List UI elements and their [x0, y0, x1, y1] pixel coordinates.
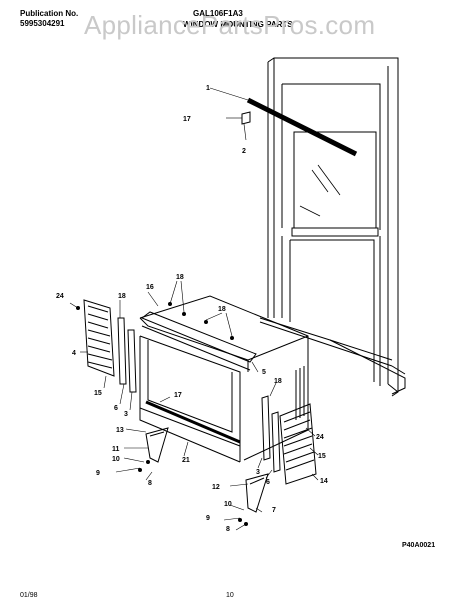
watermark: AppliancePartsPros.com	[84, 10, 376, 40]
callout-12: 12	[212, 484, 220, 491]
callout-18: 18	[176, 274, 184, 281]
callout-24: 24	[316, 434, 324, 441]
callout-2: 2	[242, 148, 246, 155]
callout-15: 15	[94, 390, 102, 397]
callout-8: 8	[226, 526, 230, 533]
leader-lines	[69, 280, 319, 531]
callout-13: 13	[116, 427, 124, 434]
screws	[76, 302, 248, 526]
glass-reflection	[299, 164, 341, 217]
callout-11: 11	[112, 446, 120, 453]
callout-18: 18	[218, 306, 226, 313]
callout-6: 6	[114, 405, 118, 412]
callout-17: 17	[183, 116, 191, 123]
callout-18: 18	[274, 378, 282, 385]
cabinet-sleeve	[139, 295, 309, 463]
left-panel-channel	[127, 329, 137, 393]
callout-8: 8	[148, 480, 152, 487]
callout-15: 15	[318, 453, 326, 460]
top-rail	[140, 311, 257, 371]
figure-code: P40A0021	[402, 542, 436, 549]
footer-date: 01/98	[20, 592, 38, 599]
right-accordion-panel	[279, 403, 317, 485]
mounting-bracket	[226, 111, 251, 141]
callout-10: 10	[224, 501, 232, 508]
callout-7: 7	[272, 507, 276, 514]
callout-21: 21	[182, 457, 190, 464]
callouts: 1 17 2 18 18 24 18 16 4 15 6 3 5 17 21 1…	[56, 85, 328, 533]
right-support-bracket	[245, 473, 269, 513]
right-panel-channel	[271, 411, 281, 473]
callout-4: 4	[72, 350, 76, 357]
publication-label: Publication No.	[20, 9, 79, 18]
top-seal-strip	[246, 97, 358, 157]
window-frame	[259, 57, 406, 397]
page-number: 10	[226, 592, 234, 599]
left-panel-frame	[117, 317, 127, 385]
callout-16: 16	[146, 284, 154, 291]
callout-18: 18	[118, 293, 126, 300]
callout-6: 6	[266, 479, 270, 486]
section-title: WINDOW MOUNTING PARTS	[183, 20, 293, 29]
callout-5: 5	[262, 369, 266, 376]
bottom-rail	[145, 400, 241, 444]
callout-10: 10	[112, 456, 120, 463]
left-accordion-panel	[83, 299, 115, 377]
right-panel-frame	[261, 395, 271, 461]
callout-9: 9	[206, 515, 210, 522]
model-number: GAL106F1A3	[193, 9, 243, 18]
callout-9: 9	[96, 470, 100, 477]
left-support-bracket	[145, 427, 169, 463]
callout-17: 17	[174, 392, 182, 399]
callout-3: 3	[124, 411, 128, 418]
publication-number: 5995304291	[20, 19, 65, 28]
callout-14: 14	[320, 478, 328, 485]
callout-1: 1	[206, 85, 210, 92]
callout-3: 3	[256, 469, 260, 476]
callout-24: 24	[56, 293, 64, 300]
